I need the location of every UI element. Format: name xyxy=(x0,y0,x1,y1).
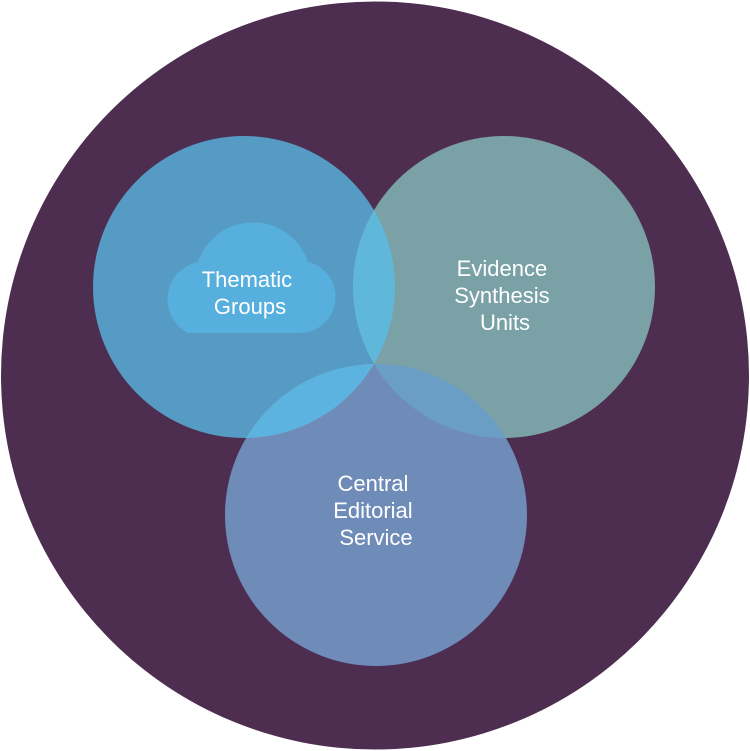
thematic-groups-label: Thematic Groups xyxy=(202,267,299,319)
label-line: Editorial xyxy=(333,498,412,523)
label-line: Groups xyxy=(214,294,286,319)
central-editorial-service-circle xyxy=(225,364,527,666)
label-line: Evidence xyxy=(457,256,548,281)
label-line: Units xyxy=(480,310,530,335)
label-line: Thematic xyxy=(202,267,292,292)
cloud-icon xyxy=(167,222,336,333)
label-line: Central xyxy=(337,471,408,496)
evidence-synthesis-units-label: Evidence Synthesis Units xyxy=(454,256,556,335)
label-line: Service xyxy=(339,525,412,550)
central-editorial-service-label: Central Editorial Service xyxy=(333,471,419,550)
evidence-synthesis-units-circle xyxy=(353,136,655,438)
label-line: Synthesis xyxy=(454,283,549,308)
